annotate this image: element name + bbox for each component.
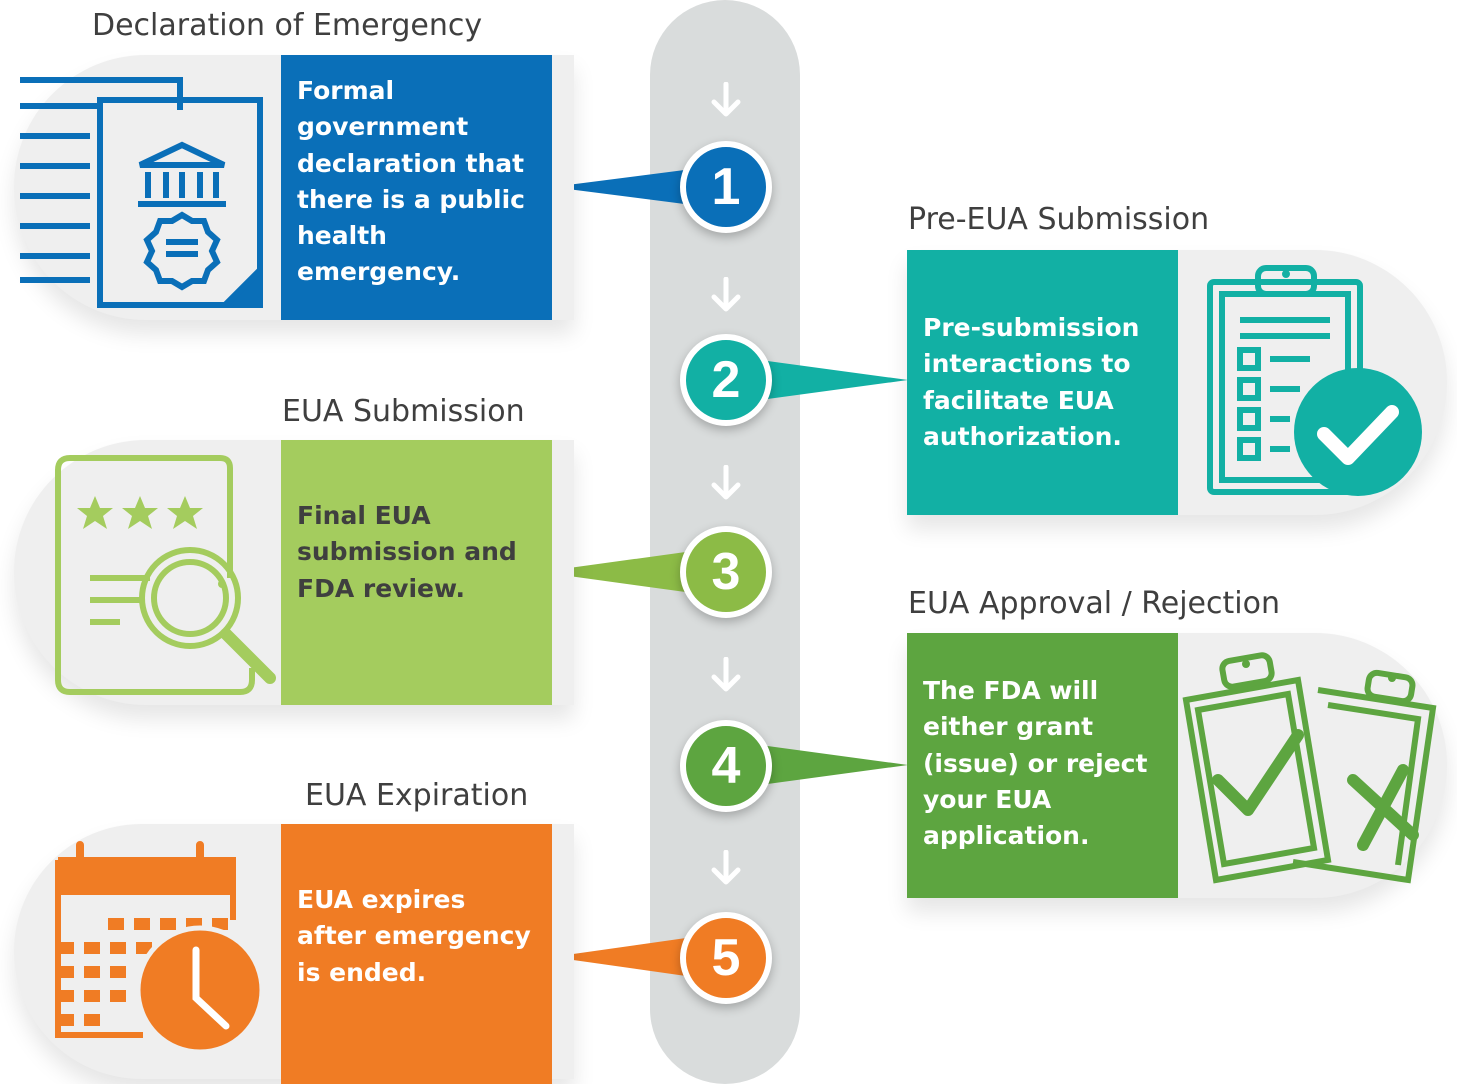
step-1-text: Formal government declaration that there… (297, 76, 525, 287)
government-document-icon (20, 77, 263, 308)
step-5-text: EUA expires after emergency is ended. (297, 885, 531, 987)
step-5-box: EUA expires after emergency is ended. (281, 824, 552, 1084)
step-4-text: The FDA will either grant (issue) or rej… (923, 676, 1148, 850)
arrow-down-icon (711, 82, 741, 117)
arrow-down-icon (711, 277, 741, 312)
calendar-clock-icon (55, 841, 265, 1055)
step-5-pointer (552, 936, 700, 978)
approve-reject-clipboards-icon (1182, 652, 1437, 884)
step-3-title: EUA Submission (282, 394, 525, 429)
step-4-box: The FDA will either grant (issue) or rej… (907, 633, 1178, 898)
step-1-pointer (552, 168, 700, 206)
step-3-number: 3 (680, 526, 772, 618)
step-4-number: 4 (680, 720, 772, 812)
step-1-number: 1 (680, 141, 772, 233)
step-5-title: EUA Expiration (305, 778, 529, 813)
step-1-title: Declaration of Emergency (92, 8, 483, 43)
clipboard-checklist-icon (1207, 265, 1422, 496)
arrow-down-icon (711, 657, 741, 692)
step-2-number: 2 (680, 334, 772, 426)
arrow-down-icon (711, 465, 741, 500)
step-2-pointer (745, 358, 908, 402)
step-4-title: EUA Approval / Rejection (908, 586, 1280, 621)
step-1-box: Formal government declaration that there… (281, 55, 552, 320)
step-3-text: Final EUA submission and FDA review. (297, 501, 517, 603)
step-2-text: Pre-submission interactions to facilitat… (923, 313, 1140, 451)
step-5-number: 5 (680, 912, 772, 1004)
step-2-title: Pre-EUA Submission (908, 202, 1210, 237)
step-4-pointer (745, 743, 908, 787)
arrow-down-icon (711, 850, 741, 885)
step-3-pointer (540, 550, 700, 594)
step-3-box: Final EUA submission and FDA review. (281, 440, 552, 705)
document-review-magnifier-icon (55, 455, 276, 695)
step-2-box: Pre-submission interactions to facilitat… (907, 250, 1178, 515)
